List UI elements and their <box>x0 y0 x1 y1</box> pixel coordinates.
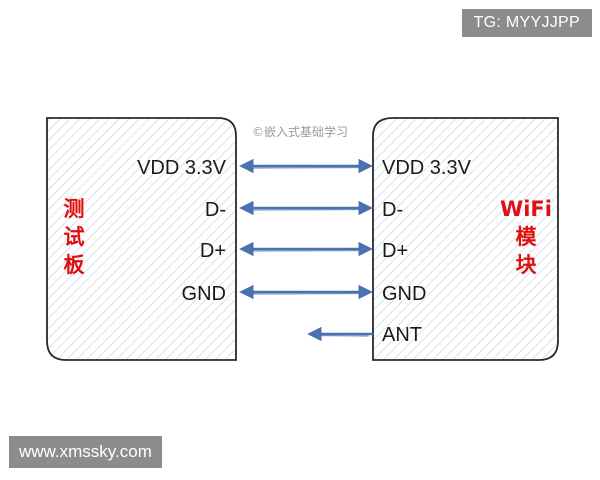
left-pin-dminus: D- <box>205 199 226 221</box>
arrow-gnd <box>239 284 373 300</box>
wifi-module-title-line-2: 模 <box>516 225 538 249</box>
wifi-module-title-line-3: 块 <box>516 253 538 277</box>
arrow-dplus <box>239 241 373 257</box>
wifi-module-title: WiFi 模 块 <box>500 197 552 277</box>
arrow-ant <box>307 326 374 342</box>
right-pin-dplus: D+ <box>382 240 408 262</box>
test-board-title-line-2: 试 <box>64 225 85 249</box>
telegram-tag: TG: MYYJJPP <box>461 9 592 37</box>
test-board-title: 测 试 板 <box>64 197 86 277</box>
right-pin-ant: ANT <box>382 324 422 346</box>
right-pin-dminus: D- <box>382 199 403 221</box>
left-pin-dplus: D+ <box>200 240 226 262</box>
right-pin-vdd: VDD 3.3V <box>382 157 472 179</box>
watermark-text: ©嵌入式基础学习 <box>252 124 348 139</box>
test-board-box <box>46 117 237 361</box>
test-board-title-line-1: 测 <box>64 197 85 221</box>
test-board-title-line-3: 板 <box>64 253 86 277</box>
wifi-module-box <box>372 117 559 361</box>
website-tag: www.xmssky.com <box>9 436 162 468</box>
right-pin-gnd: GND <box>382 283 426 305</box>
arrow-vdd <box>239 158 373 174</box>
left-pin-vdd: VDD 3.3V <box>137 157 227 179</box>
left-pin-gnd: GND <box>182 283 226 305</box>
arrow-dminus <box>239 200 373 216</box>
wifi-module-title-line-1: WiFi <box>500 197 552 221</box>
